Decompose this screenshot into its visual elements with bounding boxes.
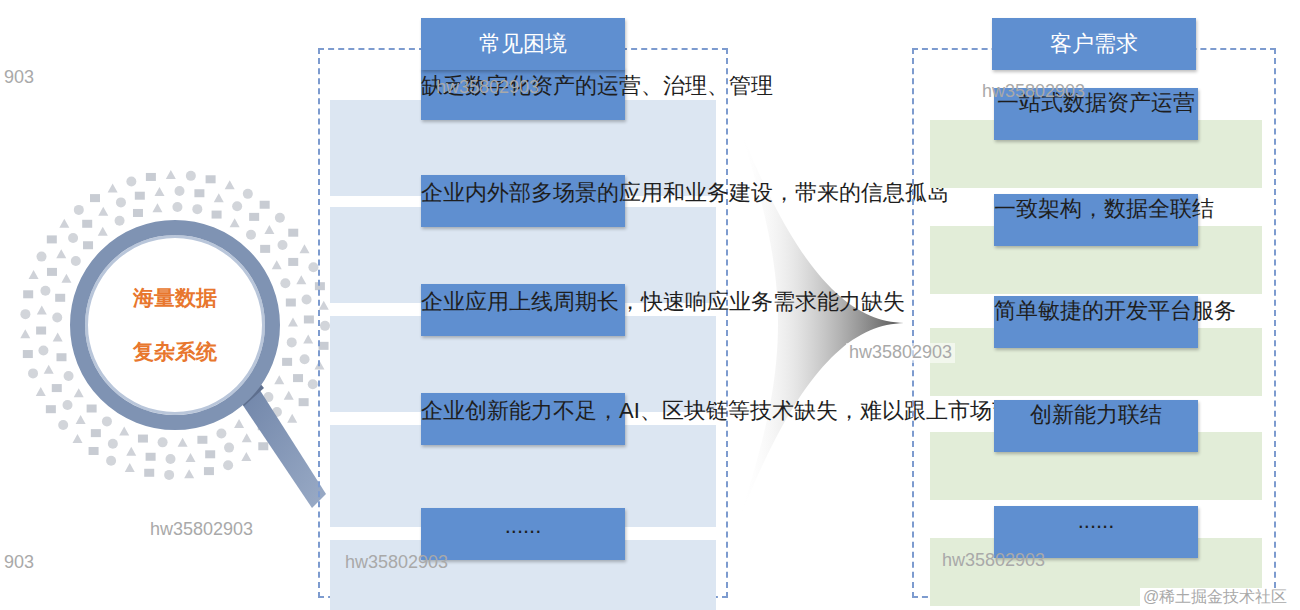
panel-heading: 客户需求: [992, 18, 1196, 70]
box-text: 企业应用上线周期长，快速响应业务需求能力缺失: [421, 284, 625, 336]
demand-box: 一致架构，数据全联结: [930, 226, 1262, 294]
lens-text: 海量数据: [133, 284, 217, 312]
box-text: 企业内外部多场景的应用和业务建设，带来的信息孤岛: [421, 175, 625, 227]
watermark: hw35802903: [436, 78, 539, 98]
magnifier-lens: 海量数据复杂系统: [70, 220, 280, 430]
watermark: hw35802903: [345, 553, 448, 573]
watermark: 903: [4, 68, 34, 88]
watermark: hw35802903: [150, 520, 253, 540]
demand-box: 一站式数据资产运营: [930, 120, 1262, 188]
box-text: 企业创新能力不足，AI、区块链等技术缺失，难以跟上市场节奏: [421, 393, 625, 445]
dilemma-box: ......: [330, 540, 716, 610]
watermark: hw35802903: [982, 82, 1085, 102]
box-text: 一致架构，数据全联结: [994, 194, 1198, 246]
box-text: 创新能力联结: [994, 400, 1198, 452]
panel-heading: 常见困境: [421, 18, 625, 70]
watermark: hw35802903: [942, 551, 1045, 571]
dilemma-panel: 缺乏数字化资产的运营、治理、管理企业内外部多场景的应用和业务建设，带来的信息孤岛…: [318, 48, 728, 598]
lens-text: 复杂系统: [133, 338, 217, 366]
magnifier-handle: [238, 384, 326, 508]
watermark: 903: [4, 553, 34, 573]
watermark: hw35802903: [846, 343, 955, 363]
watermark: @稀土掘金技术社区: [1140, 588, 1290, 606]
demand-box: 创新能力联结: [930, 432, 1262, 500]
demand-box: 简单敏捷的开发平台服务: [930, 328, 1262, 396]
demand-panel: 一站式数据资产运营一致架构，数据全联结简单敏捷的开发平台服务创新能力联结....…: [912, 48, 1276, 598]
box-text: ......: [421, 508, 625, 560]
box-text: 简单敏捷的开发平台服务: [994, 296, 1198, 348]
funnel-arrow: [738, 123, 908, 523]
